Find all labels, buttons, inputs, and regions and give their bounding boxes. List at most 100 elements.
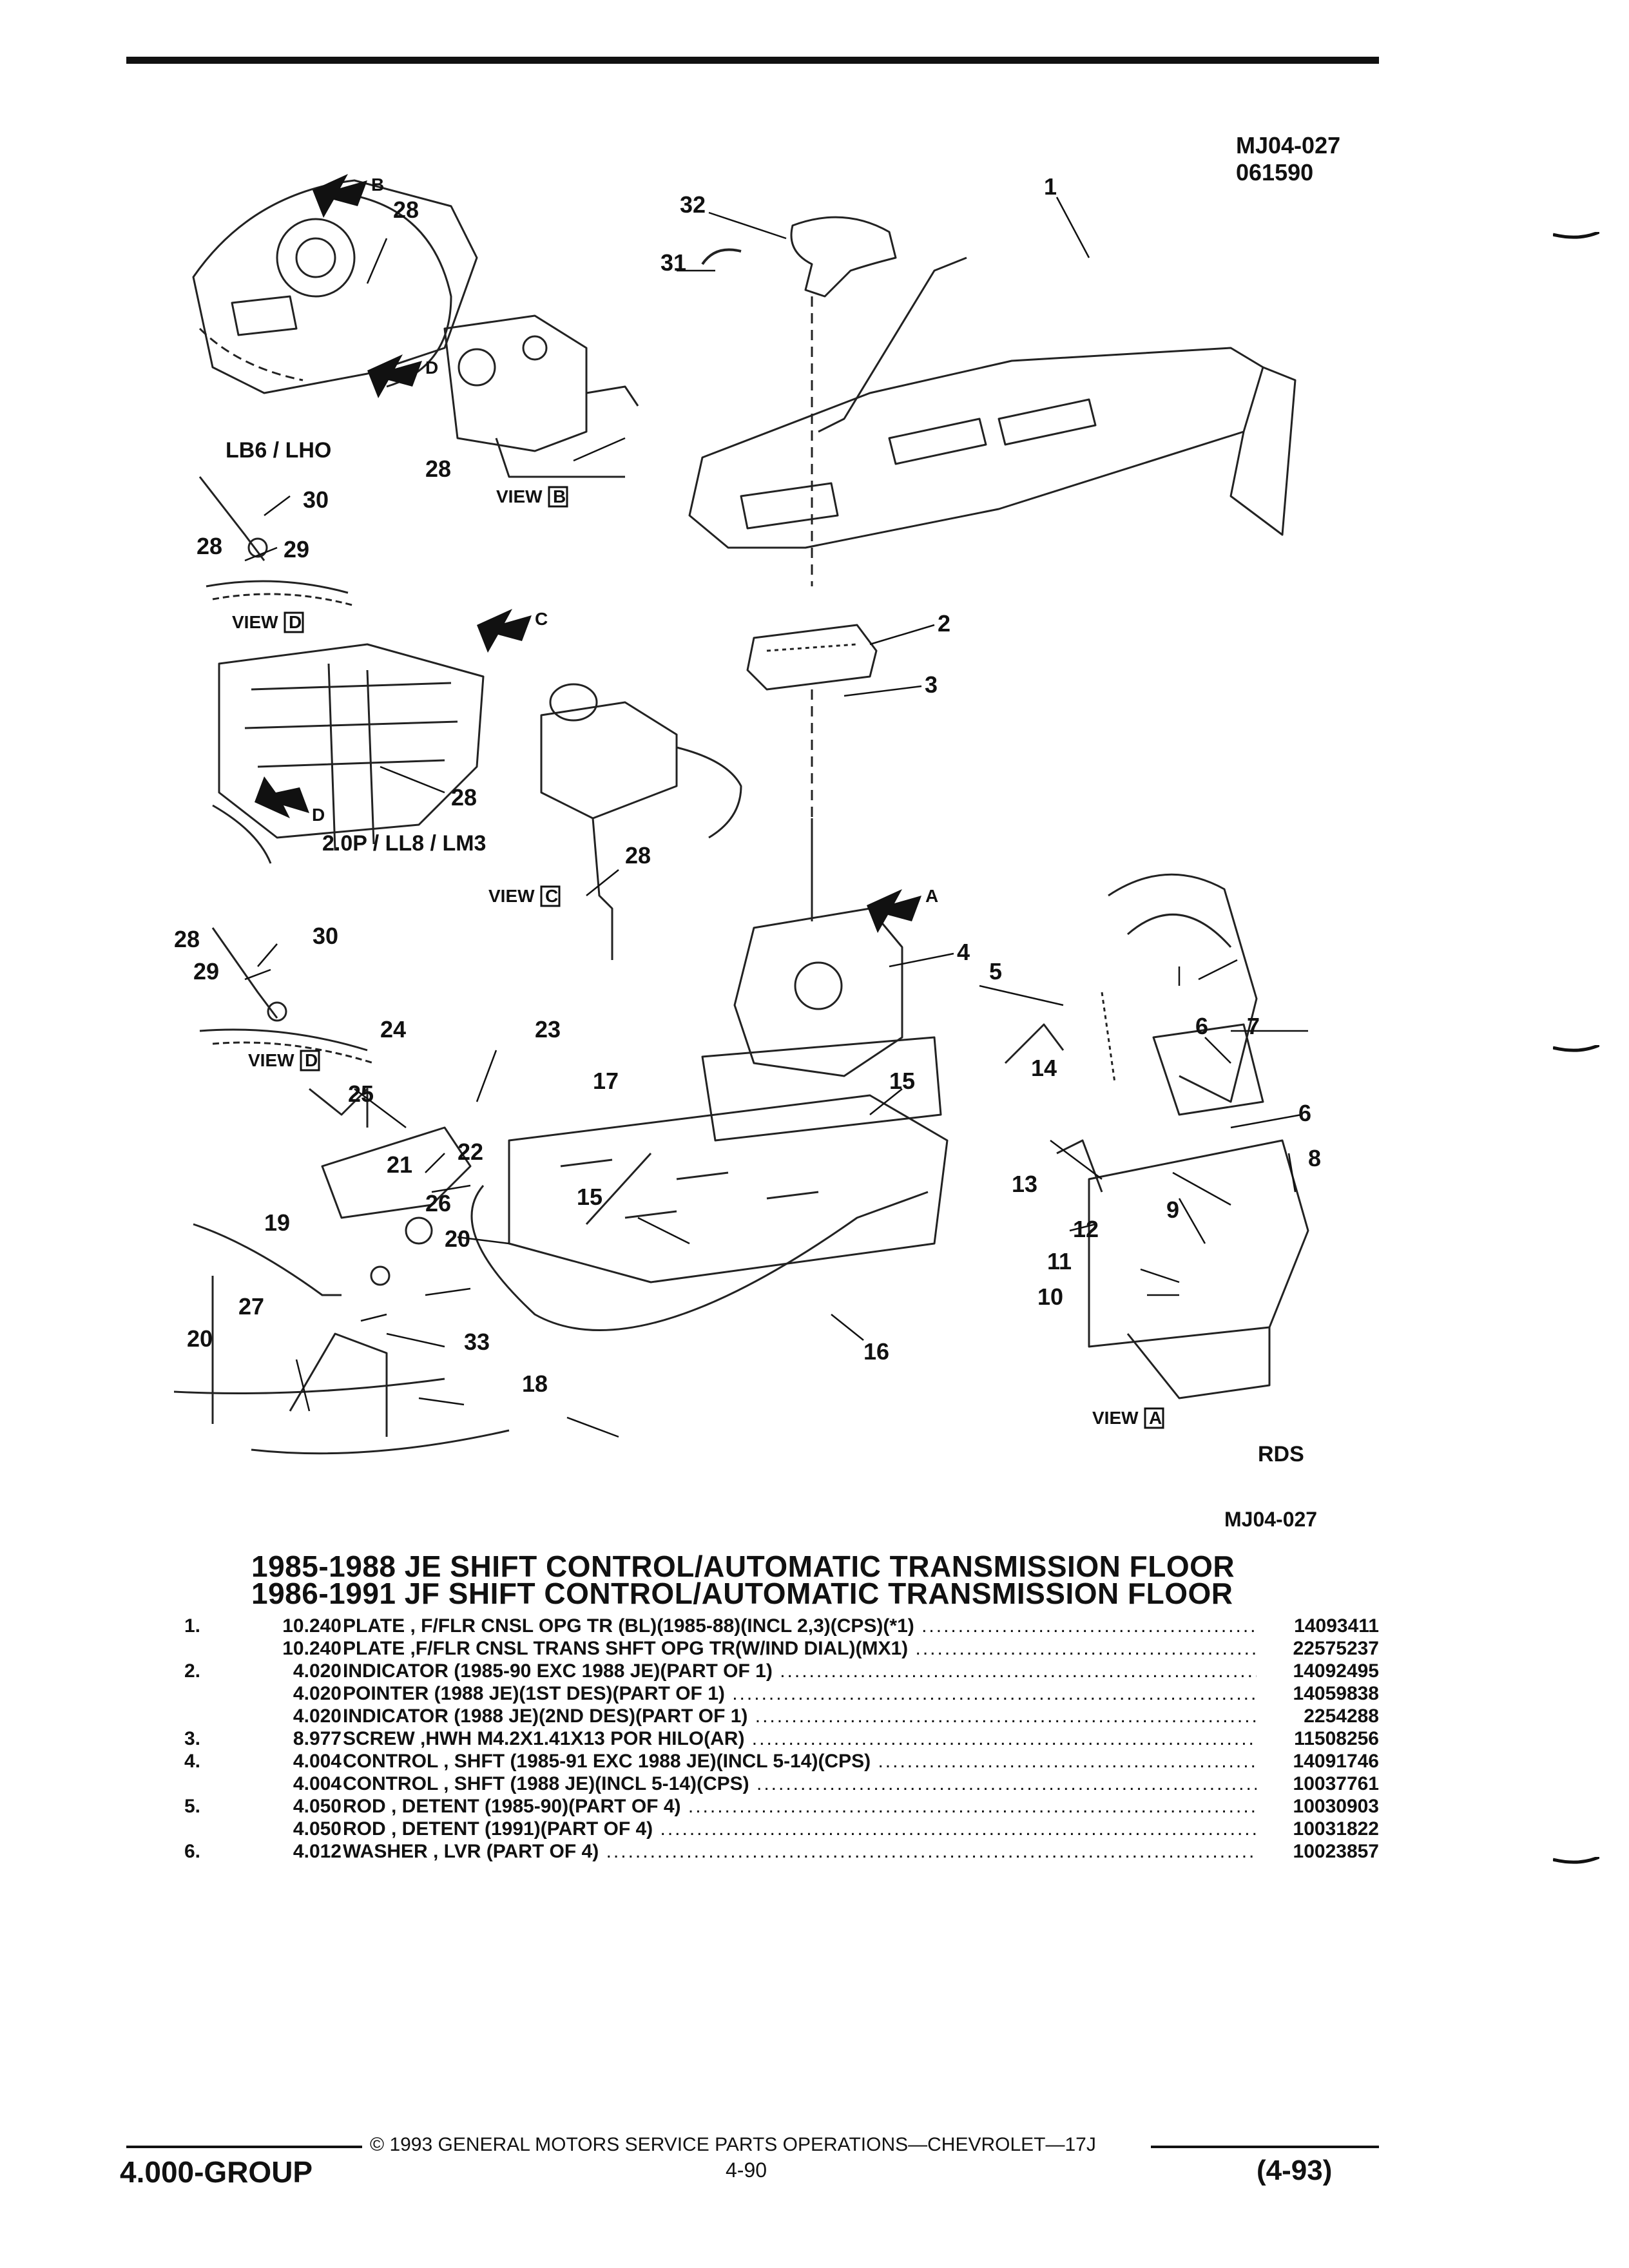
floor-console-illustration: [688, 256, 1296, 549]
callout-number: 1: [1044, 173, 1057, 200]
callout-number: 12: [1073, 1216, 1099, 1242]
view-label: VIEW: [1092, 1408, 1139, 1428]
callout-number: 29: [193, 958, 219, 985]
callout-number: 15: [577, 1184, 602, 1210]
callout-number: 4: [957, 939, 970, 965]
arrow-letter: D: [312, 805, 325, 825]
rds-label: RDS: [1258, 1442, 1304, 1466]
margin-tick-mark: [1553, 1045, 1599, 1052]
throttle-body-view-c: [540, 683, 742, 960]
engine-2-0p-illustration: [212, 643, 485, 864]
view-label: VIEW: [232, 612, 278, 632]
callout-number: 28: [197, 533, 222, 559]
callout-number: 29: [284, 536, 309, 562]
callout-number: 22: [458, 1139, 483, 1165]
callout-number: 33: [464, 1329, 490, 1355]
callout-number: 2: [938, 610, 950, 637]
callout-number: 11: [1047, 1248, 1072, 1274]
callout-number: 17: [593, 1068, 619, 1094]
reference-code: MJ04-027: [1236, 132, 1341, 159]
headline-1986-1991: 1986-1991 JF SHIFT CONTROL/AUTOMATIC TRA…: [251, 1577, 1233, 1610]
throttle-body-view-b: [443, 314, 639, 478]
callout-number: 13: [1012, 1171, 1037, 1197]
callout-number: 28: [451, 784, 477, 811]
view-letter: B: [553, 486, 566, 506]
footer-rule-right: [1151, 2146, 1379, 2148]
callout-number: 15: [889, 1068, 915, 1094]
view-d-arrow-icon: [255, 776, 309, 818]
callout-number: 28: [393, 197, 419, 223]
revision-date: (4-93): [1257, 2155, 1333, 2186]
callout-number: 6: [1298, 1100, 1311, 1126]
view-label: VIEW: [248, 1050, 294, 1070]
cable-end-view-d-upper: [198, 476, 355, 607]
engine-lb6-illustration: [192, 179, 478, 394]
view-letter: D: [305, 1050, 318, 1070]
page-number: 4-90: [726, 2158, 767, 2182]
reference-date: 061590: [1236, 159, 1314, 186]
view-c-arrow-icon: [477, 609, 532, 653]
arrow-letter: B: [371, 175, 384, 195]
callout-number: 21: [387, 1151, 412, 1178]
view-label: VIEW: [496, 486, 543, 506]
engine-label-lower: 2.0P / LL8 / LM3: [322, 831, 486, 856]
callout-number: 31: [660, 249, 686, 276]
callout-number: 8: [1308, 1145, 1321, 1171]
top-rule: [126, 57, 1379, 64]
headline-1985-1988: 1985-1988 JE SHIFT CONTROL/AUTOMATIC TRA…: [251, 1550, 1235, 1583]
shift-knob-illustration: [701, 216, 897, 586]
view-b-arrow-icon: [313, 174, 367, 218]
view-letter: C: [545, 886, 558, 906]
callout-number: 6: [1195, 1013, 1208, 1039]
callout-number: 3: [925, 671, 938, 698]
callout-number: 24: [380, 1016, 406, 1043]
callout-number: 28: [425, 456, 451, 482]
callout-number: 5: [989, 958, 1002, 985]
transmission-linkage-illustration: [174, 1088, 510, 1455]
callout-number: 10: [1037, 1283, 1063, 1310]
arrow-letter: C: [535, 609, 548, 629]
view-letter: A: [1149, 1408, 1162, 1428]
callout-number: 28: [174, 926, 200, 952]
engine-label-upper: LB6 / LHO: [226, 438, 331, 463]
callout-number: 14: [1031, 1055, 1057, 1081]
view-label: VIEW: [488, 886, 535, 906]
callout-number: 26: [425, 1190, 451, 1216]
view-d-arrow-icon: [367, 354, 422, 398]
indicator-illustration: [746, 624, 878, 818]
callout-number: 25: [348, 1081, 374, 1107]
arrow-letter: D: [425, 358, 438, 378]
cable-end-view-d-lower: [199, 927, 374, 1064]
margin-tick-mark: [1553, 232, 1599, 239]
copyright-notice: © 1993 GENERAL MOTORS SERVICE PARTS OPER…: [370, 2134, 1096, 2155]
footer-rule-left: [126, 2146, 362, 2148]
view-a-arrow-icon: [867, 889, 921, 933]
callout-number: 30: [313, 923, 338, 949]
shifter-assembly-view-a-illustration: [1004, 873, 1309, 1399]
callout-number: 19: [264, 1209, 290, 1236]
view-letter: D: [289, 612, 302, 632]
callout-number: 9: [1166, 1196, 1179, 1223]
floor-pan-cable-illustration: [470, 1094, 949, 1331]
arrow-letter: A: [925, 886, 938, 906]
callout-number: 32: [680, 191, 706, 218]
exploded-parts-diagram: B D C D A 1 2 3 4 5 6 6 7 8 9 10 11 12: [174, 173, 1321, 1455]
reference-code-bottom: MJ04-027: [1224, 1508, 1318, 1531]
callout-number: 16: [863, 1338, 889, 1365]
callout-number: 23: [535, 1016, 561, 1043]
group-number: 4.000-GROUP: [120, 2155, 313, 2189]
margin-tick-mark: [1553, 1857, 1599, 1864]
callout-number: 20: [187, 1325, 213, 1352]
callout-number: 28: [625, 842, 651, 869]
